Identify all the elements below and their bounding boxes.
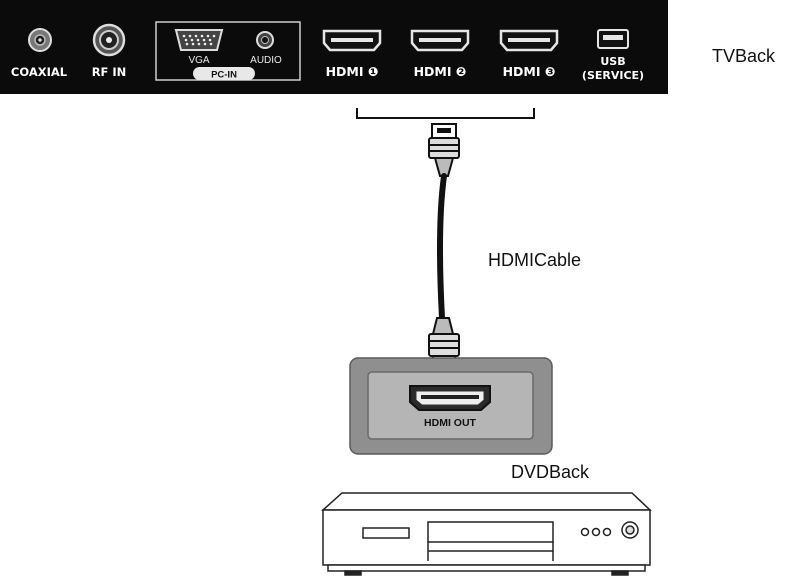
rf-in-port	[92, 23, 126, 57]
dvd-disc-tray	[427, 521, 554, 543]
dvd-back-label: DVDBack	[511, 462, 590, 482]
hdmi-ports-bracket	[356, 108, 535, 119]
audio-port	[256, 31, 274, 49]
coaxial-label: COAXIAL	[11, 65, 68, 79]
hdmi-3-port	[499, 29, 559, 52]
pc-in-group: VGA AUDIO PC-IN	[155, 21, 301, 81]
hdmi-2-label: HDMI ❷	[414, 64, 467, 79]
usb-label: USB	[600, 55, 625, 68]
hdmi-out-port	[409, 385, 491, 411]
hdmi-2-port	[410, 29, 470, 52]
pc-in-badge	[193, 67, 255, 80]
hdmi-1-port	[322, 29, 382, 52]
hdmi-3-label: HDMI ❸	[503, 64, 556, 79]
vga-port	[174, 29, 224, 51]
rf-in-label: RF IN	[92, 65, 127, 79]
usb-service-label: (SERVICE)	[582, 69, 644, 82]
pc-in-label: PC-IN	[211, 70, 237, 81]
usb-port	[597, 29, 629, 49]
vga-label: VGA	[188, 55, 209, 66]
dvd-display	[362, 527, 410, 539]
hdmi-cable	[428, 123, 460, 369]
tv-back-label: TVBack	[712, 46, 776, 66]
dvd-button-icon	[591, 527, 601, 537]
dvd-player	[321, 492, 652, 576]
coaxial-port	[28, 28, 52, 52]
cable-wire	[437, 173, 447, 321]
top-hdmi-plug	[428, 123, 460, 177]
hdmi-1-label: HDMI ❶	[326, 64, 379, 79]
hdmi-cable-label: HDMICable	[488, 250, 581, 270]
dvd-button-icon	[602, 527, 612, 537]
dvd-button-icon	[580, 527, 590, 537]
hdmi-out-label: HDMI OUT	[424, 417, 476, 429]
dvd-back-panel: HDMI OUT	[349, 357, 553, 455]
audio-label: AUDIO	[250, 55, 282, 66]
tv-back-panel: COAXIAL RF IN VGA	[0, 0, 668, 94]
